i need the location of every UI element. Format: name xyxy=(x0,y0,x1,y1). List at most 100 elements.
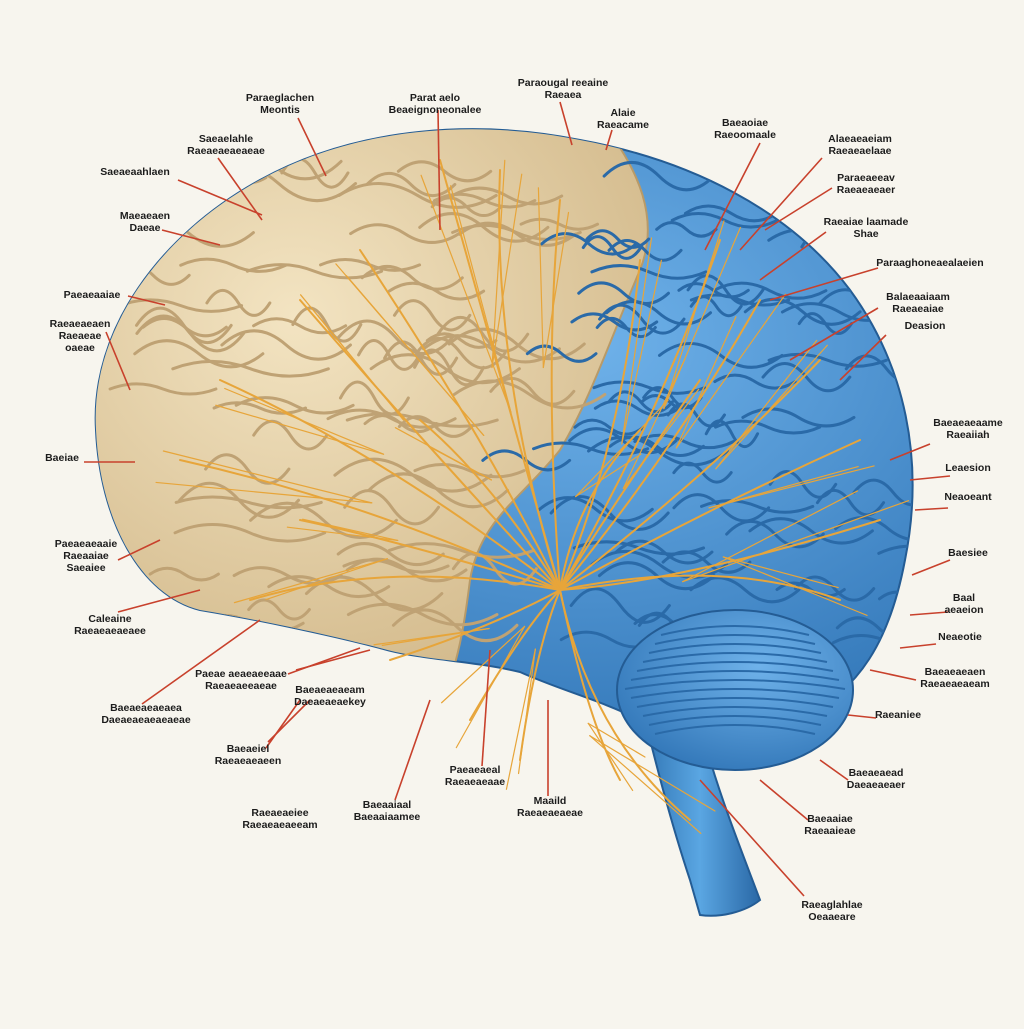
gyrus-fold xyxy=(451,223,582,241)
gyrus-fold xyxy=(252,317,348,335)
label-line: Raeaeaeaeae xyxy=(517,807,583,819)
gyrus-fold xyxy=(607,238,683,262)
gyrus-fold xyxy=(597,561,716,591)
nerve-twig xyxy=(302,518,399,542)
label-line: Paraeglachen xyxy=(246,92,314,104)
nerve-twig xyxy=(715,339,818,470)
structure-label: Deasion xyxy=(905,320,946,332)
label-line: Baeaeaeaen xyxy=(925,666,986,678)
label-line: Paeaeaeal xyxy=(450,764,501,776)
cerebellum-fold xyxy=(648,715,822,726)
leader-line xyxy=(141,619,261,705)
gyrus-fold xyxy=(133,339,265,369)
leader-line xyxy=(105,331,131,391)
gyrus-fold xyxy=(655,221,718,238)
gyrus-fold xyxy=(365,171,457,198)
gyrus-fold xyxy=(430,196,503,218)
nerve-branch xyxy=(299,519,561,591)
nerve-branch xyxy=(559,429,641,591)
leader-line xyxy=(161,229,221,246)
gyrus-fold xyxy=(220,329,352,361)
label-line: Beaeignoneonalee xyxy=(389,104,482,116)
gyrus-fold xyxy=(174,495,323,510)
nerve-twig xyxy=(420,174,512,413)
gyrus-fold xyxy=(605,300,713,326)
label-line: Baeaeaead xyxy=(849,767,904,779)
nerve-branch xyxy=(550,199,561,591)
nerve-twig xyxy=(663,226,741,410)
gyrus-fold xyxy=(179,257,288,273)
leader-line xyxy=(437,109,441,231)
label-line: Alaeaeaeiam xyxy=(828,133,892,145)
cerebellum-fold xyxy=(642,706,828,717)
label-line: Raeaeaeiee xyxy=(251,807,308,819)
label-line: Paraaghoneaealaeien xyxy=(876,257,983,269)
nerve-branch xyxy=(559,379,701,591)
label-line: Raeaeae xyxy=(59,330,102,342)
nerve-branch xyxy=(559,239,721,591)
structure-label: Leaesion xyxy=(945,462,991,474)
label-line: Maeaeaen xyxy=(120,210,170,222)
label-line: Raeaaieae xyxy=(804,825,856,837)
gyrus-fold xyxy=(748,517,874,545)
nerve-twig xyxy=(589,735,716,812)
label-line: Raeaea xyxy=(545,89,582,101)
label-line: Parat aelo xyxy=(410,92,460,104)
gyrus-fold xyxy=(538,496,654,523)
nerve-twig xyxy=(345,275,485,436)
label-line: Raeoomaale xyxy=(714,129,776,141)
gyrus-fold xyxy=(392,299,472,332)
gyrus-fold xyxy=(834,516,913,542)
gyrus-fold xyxy=(608,435,705,458)
label-line: Raeaglahlae xyxy=(801,899,862,911)
nerve-twig xyxy=(233,558,388,604)
gyrus-fold xyxy=(346,602,499,627)
label-line: Neaoeant xyxy=(944,491,992,503)
nerve-twig xyxy=(215,404,385,455)
cerebellum-fold xyxy=(630,688,840,699)
gyrus-fold xyxy=(108,382,218,396)
nerve-twig xyxy=(265,558,388,601)
nerve-branch xyxy=(249,575,561,601)
cerebellum-fold xyxy=(642,652,828,663)
nerve-twig xyxy=(394,427,492,481)
gyrus-fold xyxy=(135,306,233,344)
gyrus-fold xyxy=(418,212,550,243)
nerve-twig xyxy=(455,625,526,749)
gyrus-fold xyxy=(595,316,657,339)
gyrus-fold xyxy=(852,478,913,507)
cerebellum-fold xyxy=(636,697,834,708)
gyrus-fold xyxy=(657,342,784,369)
nerve-twig xyxy=(575,399,669,498)
nerve-branch xyxy=(469,589,561,721)
label-line: Raeaniee xyxy=(875,709,921,721)
leader-line xyxy=(759,231,827,281)
cerebellum-fold xyxy=(624,679,846,690)
nerve-branch xyxy=(389,589,561,661)
gyrus-fold xyxy=(232,566,343,585)
label-line: Saeaelahle xyxy=(199,133,253,145)
label-line: Raeacame xyxy=(597,119,649,131)
nerve-twig xyxy=(317,315,405,421)
gyrus-fold xyxy=(369,353,521,385)
nerve-twig xyxy=(682,490,859,583)
gyrus-fold xyxy=(422,334,561,364)
label-line: Daeaeaeaer xyxy=(847,779,905,791)
label-line: oaeae xyxy=(65,342,95,354)
cerebellum-folds xyxy=(624,625,846,735)
label-line: Balaeaaiaam xyxy=(886,291,950,303)
nerve-network xyxy=(155,159,910,834)
leader-line xyxy=(559,101,573,146)
leader-line xyxy=(117,589,201,613)
nerve-branch xyxy=(559,439,861,591)
leader-line xyxy=(704,142,761,251)
gyrus-fold xyxy=(714,419,822,435)
